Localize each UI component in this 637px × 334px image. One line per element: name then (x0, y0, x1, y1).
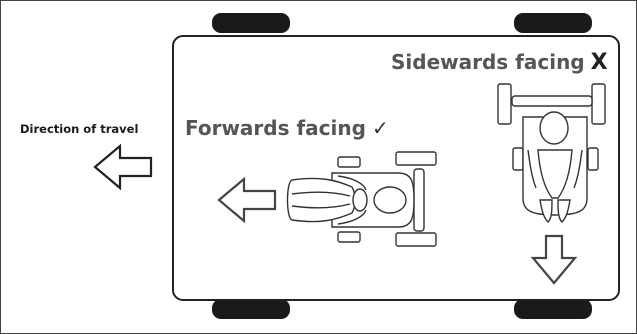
x-mark-icon: X (590, 50, 608, 75)
forwards-arrow-icon (217, 176, 277, 224)
tyre-front-left (212, 13, 290, 33)
forwards-wheelchair-icon (286, 151, 437, 247)
sidewards-facing-text: Sidewards facing (391, 50, 585, 74)
tyre-front-right (212, 299, 290, 319)
direction-of-travel-text: Direction of travel (20, 122, 139, 136)
sidewards-wheelchair-icon (497, 83, 606, 223)
travel-arrow-icon (93, 143, 153, 191)
tyre-rear-left (514, 13, 592, 33)
tyre-rear-right (514, 299, 592, 319)
check-mark-icon: ✓ (371, 116, 389, 140)
sidewards-arrow-icon (530, 234, 578, 285)
forwards-facing-text: Forwards facing (185, 116, 366, 140)
vehicle-tyres (212, 13, 592, 319)
direction-of-travel-label: Direction of travel (20, 122, 138, 136)
forwards-facing-label: Forwards facing✓ (185, 116, 389, 140)
